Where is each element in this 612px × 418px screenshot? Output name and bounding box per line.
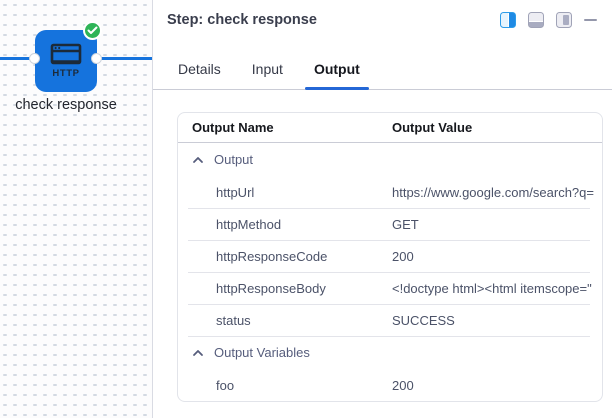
output-value-cell: 200 <box>392 248 414 264</box>
tab-bar: Details Input Output <box>153 52 612 90</box>
output-name-cell: httpResponseCode <box>216 248 328 264</box>
node-port-right[interactable] <box>91 53 102 64</box>
svg-text:HTTP: HTTP <box>52 68 79 79</box>
output-value-cell: SUCCESS <box>392 312 455 328</box>
chevron-up-icon[interactable] <box>192 156 204 164</box>
success-check-icon <box>83 21 102 40</box>
output-table-header: Output Name Output Value <box>178 113 602 143</box>
node-port-left[interactable] <box>29 53 40 64</box>
output-name-cell: status <box>216 312 251 328</box>
output-name-cell: foo <box>216 377 235 393</box>
output-name-cell: httpMethod <box>216 216 282 232</box>
minimize-panel-icon[interactable] <box>584 18 597 22</box>
output-table: Output Name Output Value Output httpUrl … <box>177 112 603 402</box>
right-panel-layout-icon[interactable] <box>556 12 572 28</box>
output-name-cell: httpResponseBody <box>216 280 326 296</box>
table-row: httpResponseCode 200 <box>178 240 602 272</box>
output-value-cell: GET <box>392 216 419 232</box>
http-icon: HTTP <box>45 40 87 82</box>
workflow-canvas[interactable]: HTTP check response <box>0 0 152 418</box>
output-value-cell: <!doctype html><html itemscope=" <box>392 280 592 296</box>
tab-details[interactable]: Details <box>178 61 221 77</box>
bottom-panel-layout-icon[interactable] <box>528 12 544 28</box>
table-row: httpMethod GET <box>178 208 602 240</box>
step-detail-panel: Step: check response Details Input Outpu… <box>152 0 612 418</box>
tab-input[interactable]: Input <box>251 61 283 77</box>
group-row: Output Variables <box>178 336 602 369</box>
tab-output[interactable]: Output <box>304 61 369 90</box>
chevron-up-icon[interactable] <box>192 349 204 357</box>
node-label: check response <box>15 97 117 113</box>
group-row: Output <box>178 143 602 176</box>
table-row: foo 200 <box>178 369 602 401</box>
split-left-layout-icon[interactable] <box>500 12 516 28</box>
panel-header: Step: check response <box>153 0 612 40</box>
output-table-body: Output httpUrl https://www.google.com/se… <box>178 143 602 401</box>
http-step-node[interactable]: HTTP <box>35 30 97 92</box>
column-header-output-value: Output Value <box>392 120 473 135</box>
output-value-cell: 200 <box>392 377 414 393</box>
table-row: status SUCCESS <box>178 304 602 336</box>
table-row: httpResponseBody <!doctype html><html it… <box>178 272 602 304</box>
group-label: Output <box>214 152 254 167</box>
column-header-output-name: Output Name <box>192 120 274 135</box>
table-row: httpUrl https://www.google.com/search?q= <box>178 176 602 208</box>
output-value-cell: https://www.google.com/search?q= <box>392 184 594 200</box>
output-name-cell: httpUrl <box>216 184 255 200</box>
group-label: Output Variables <box>214 345 310 360</box>
panel-title: Step: check response <box>167 12 317 28</box>
panel-layout-controls <box>500 12 597 28</box>
